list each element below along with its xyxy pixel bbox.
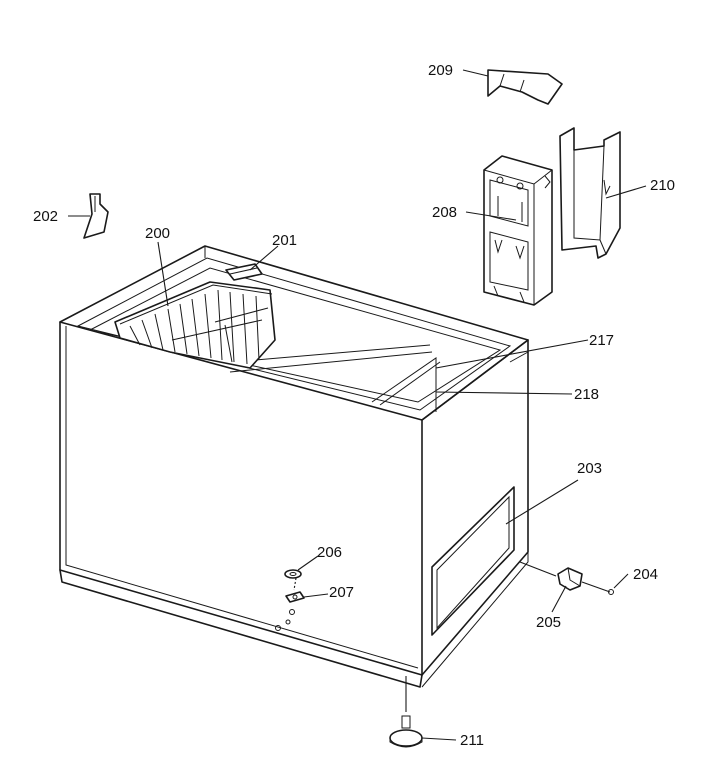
callout-204: 204 (633, 566, 658, 583)
access-panel (431, 486, 515, 636)
callout-201: 201 (272, 232, 297, 249)
callout-209: 209 (428, 62, 453, 79)
leveling-foot (389, 676, 423, 748)
callout-200: 200 (145, 225, 170, 242)
callout-labels: 202 200 201 209 208 210 217 218 203 206 … (33, 62, 675, 749)
power-connector (519, 561, 614, 595)
wire-basket (114, 281, 276, 369)
cabinet-body (59, 245, 529, 688)
thermostat-cover (487, 69, 563, 105)
latch-bracket (83, 193, 109, 239)
callout-208: 208 (432, 204, 457, 221)
callout-206: 206 (317, 544, 342, 561)
callout-202: 202 (33, 208, 58, 225)
callout-210: 210 (650, 177, 675, 194)
hinge-parts (275, 569, 305, 631)
channel-shield (559, 127, 621, 259)
thermostat-housing (483, 155, 553, 306)
callout-211: 211 (460, 732, 484, 749)
leader-lines (68, 69, 647, 741)
callout-207: 207 (329, 584, 354, 601)
callout-203: 203 (577, 460, 602, 477)
callout-218: 218 (574, 386, 599, 403)
callout-205: 205 (536, 614, 561, 631)
basket-handle (225, 263, 263, 281)
callout-217: 217 (589, 332, 614, 349)
